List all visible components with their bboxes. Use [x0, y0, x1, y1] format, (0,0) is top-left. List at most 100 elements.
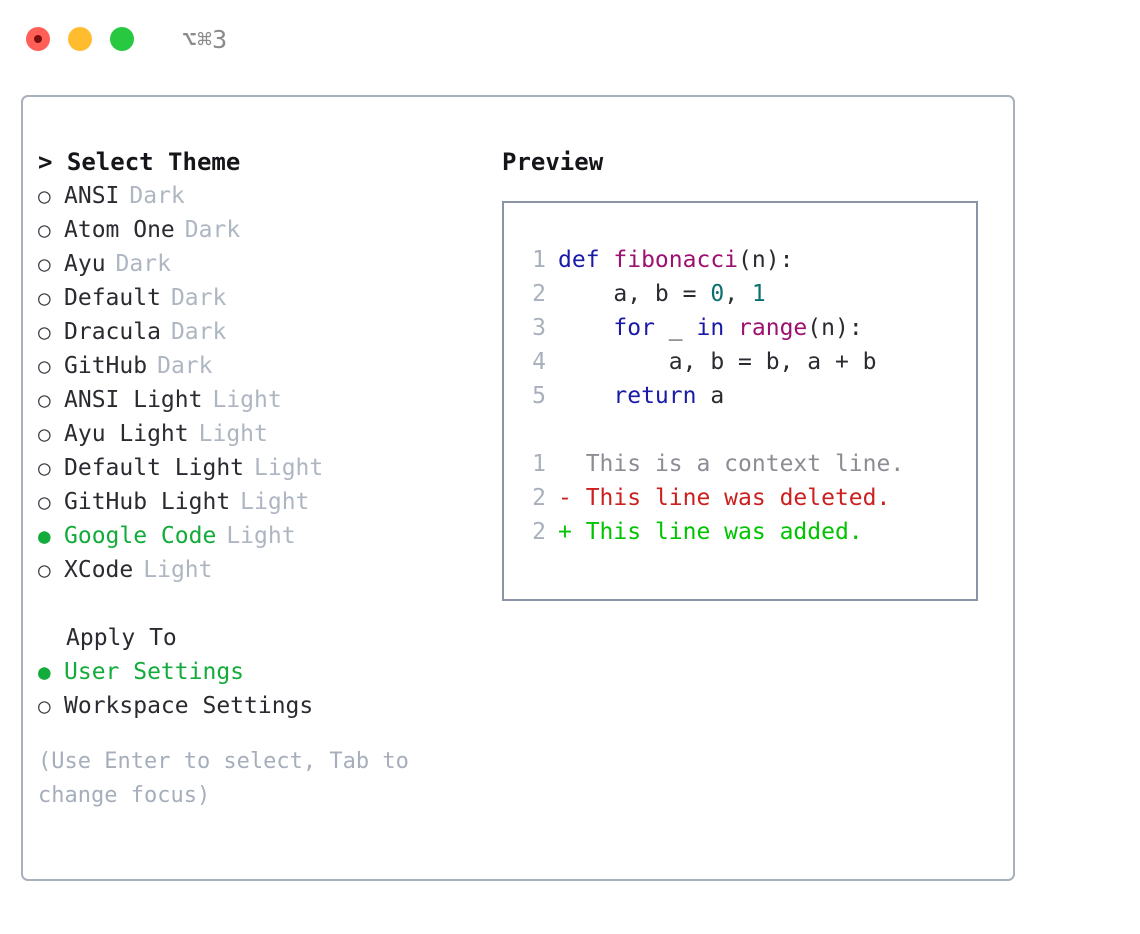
theme-option-badge: Light — [212, 387, 282, 413]
code-line-content: a, b = b, a + b — [558, 345, 877, 379]
code-token-punc: ( — [807, 315, 822, 341]
diff-line-number: 2 — [532, 485, 546, 511]
theme-option-default-light[interactable]: ○ Default Light Light — [38, 451, 478, 485]
theme-option-badge: Light — [254, 455, 324, 481]
code-token-kw: def — [558, 247, 614, 273]
theme-option-badge: Dark — [170, 319, 227, 345]
code-line-number: 4 — [532, 349, 546, 375]
theme-option-label: GitHub — [64, 353, 148, 379]
radio-selected-icon: ● — [38, 660, 51, 684]
theme-option-dracula[interactable]: ○ Dracula Dark — [38, 315, 478, 349]
apply-to-option-user-settings[interactable]: ● User Settings — [38, 655, 478, 689]
theme-option-badge: Light — [240, 489, 310, 515]
theme-option-label: Atom One — [64, 217, 175, 243]
radio-unselected-icon: ○ — [38, 218, 51, 242]
keyboard-hint: (Use Enter to select, Tab to change focu… — [38, 749, 423, 808]
theme-option-badge: Light — [226, 523, 296, 549]
code-line-content: return a — [558, 379, 724, 413]
theme-option-github-light[interactable]: ○ GitHub Light Light — [38, 485, 478, 519]
close-button-icon[interactable] — [26, 27, 50, 51]
code-token-punc: ( — [738, 247, 752, 273]
theme-option-label: Google Code — [64, 523, 217, 549]
theme-option-badge: Dark — [129, 183, 185, 209]
radio-unselected-icon: ○ — [38, 694, 51, 718]
theme-option-ayu[interactable]: ○ Ayu Dark — [38, 247, 478, 281]
code-token-var: a, b = — [558, 281, 711, 307]
code-token-num: 1 — [751, 281, 766, 307]
diff-marker: - — [558, 485, 572, 511]
radio-unselected-icon: ○ — [38, 558, 51, 582]
code-line: 2 a, b = 0, 1 — [504, 277, 976, 311]
code-token-var: a, b = b, a + b — [558, 349, 877, 375]
theme-option-label: Ayu — [64, 251, 106, 277]
diff-marker: + — [558, 519, 572, 545]
diff-line-text: This is a context line. — [571, 451, 905, 477]
theme-option-badge: Light — [143, 557, 213, 583]
code-line-number: 5 — [532, 383, 546, 409]
radio-unselected-icon: ○ — [38, 286, 51, 310]
select-theme-heading: > Select Theme — [38, 148, 241, 176]
diff-line-add: 2 + This line was added. — [504, 515, 976, 549]
diff-line-number: 2 — [532, 519, 546, 545]
preview-title: Preview — [502, 148, 604, 176]
code-token-var: n — [751, 247, 766, 273]
code-token-fn: fibonacci — [613, 247, 739, 273]
diff-sample: 1 This is a context line. 2- This line wa… — [504, 447, 976, 549]
code-line: 3 for _ in range(n): — [504, 311, 976, 345]
radio-unselected-icon: ○ — [38, 184, 51, 208]
theme-option-label: Default Light — [64, 455, 245, 481]
radio-unselected-icon: ○ — [38, 422, 51, 446]
radio-unselected-icon: ○ — [38, 354, 51, 378]
radio-unselected-icon: ○ — [38, 320, 51, 344]
theme-option-label: Dracula — [64, 319, 161, 345]
code-token-var: a — [696, 383, 725, 409]
title-bar: ⌥⌘3 — [0, 0, 1140, 78]
code-diff-separator — [504, 413, 976, 447]
theme-option-badge: Dark — [157, 353, 213, 379]
code-token-kw: for — [558, 315, 655, 341]
minimize-button-icon[interactable] — [68, 27, 92, 51]
zoom-button-icon[interactable] — [110, 27, 134, 51]
apply-to-heading: Apply To — [66, 625, 177, 651]
traffic-lights — [26, 27, 134, 51]
apply-to-option-workspace-settings[interactable]: ○ Workspace Settings — [38, 689, 478, 723]
theme-option-label: Ayu Light — [64, 421, 189, 447]
diff-line-number: 1 — [532, 451, 546, 477]
theme-option-badge: Dark — [115, 251, 171, 277]
code-token-fn: range — [738, 315, 808, 341]
diff-marker — [558, 447, 572, 481]
code-line: 4 a, b = b, a + b — [504, 345, 976, 379]
code-token-num: 0 — [710, 281, 725, 307]
code-token-punc: ): — [835, 315, 863, 341]
theme-option-github[interactable]: ○ GitHub Dark — [38, 349, 478, 383]
theme-option-atom-one[interactable]: ○ Atom One Dark — [38, 213, 478, 247]
radio-unselected-icon: ○ — [38, 456, 51, 480]
theme-option-badge: Dark — [184, 217, 241, 243]
apply-to-option-label: User Settings — [64, 659, 245, 685]
code-token-kw: return — [558, 383, 697, 409]
theme-option-badge: Dark — [170, 285, 227, 311]
radio-unselected-icon: ○ — [38, 252, 51, 276]
diff-line-text: This line was added. — [571, 519, 863, 545]
apply-to-option-label: Workspace Settings — [64, 693, 314, 719]
radio-unselected-icon: ○ — [38, 490, 51, 514]
apply-to-list: ● User Settings ○ Workspace Settings — [38, 655, 478, 723]
theme-option-ayu-light[interactable]: ○ Ayu Light Light — [38, 417, 478, 451]
code-line-content: for _ in range(n): — [558, 311, 863, 345]
code-line-number: 1 — [532, 247, 546, 273]
theme-option-badge: Light — [198, 421, 268, 447]
theme-option-label: GitHub Light — [64, 489, 231, 515]
code-line-number: 2 — [532, 281, 546, 307]
code-line-number: 3 — [532, 315, 546, 341]
